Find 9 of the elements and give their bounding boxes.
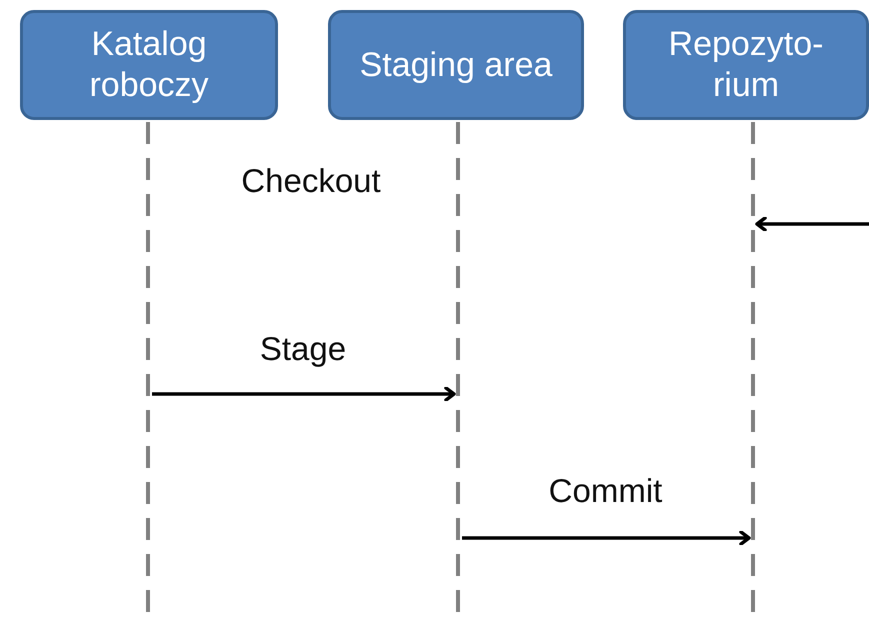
lane-header-box: Staging area (328, 10, 584, 120)
arrow (152, 386, 456, 402)
lane-header-box: Katalog roboczy (20, 10, 278, 120)
edge-label: Commit (548, 472, 662, 510)
message-label: Checkout (241, 162, 381, 200)
lane-header-box: Repozyto- rium (623, 10, 869, 120)
arrow (755, 216, 869, 232)
arrow (462, 530, 751, 546)
edge-label: Stage (260, 330, 346, 368)
